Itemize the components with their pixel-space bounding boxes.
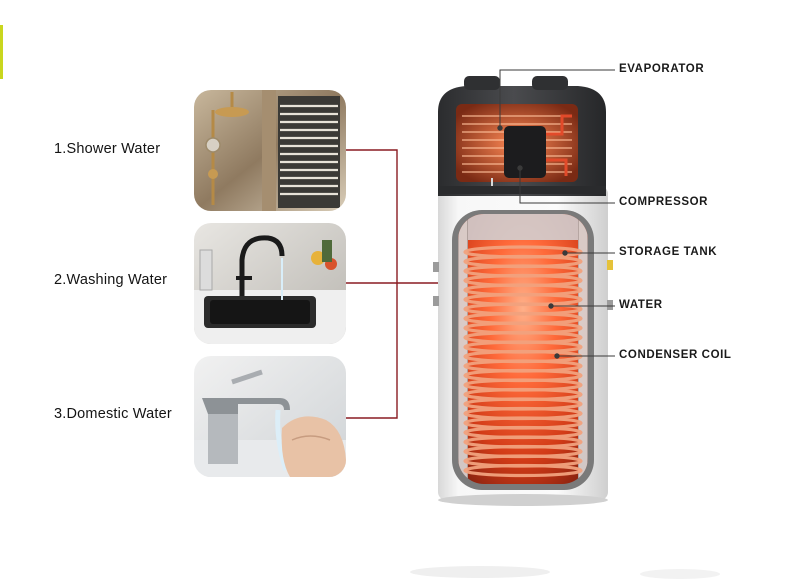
part-label-storage-tank: STORAGE TANK xyxy=(619,246,718,258)
connector-domestic xyxy=(346,283,398,419)
corner-accent-mark xyxy=(0,25,3,79)
part-label-evaporator: EVAPORATOR xyxy=(619,63,705,75)
pointer-evaporator xyxy=(499,69,615,128)
use-label-shower: 1.Shower Water xyxy=(54,141,161,157)
shower-photo xyxy=(194,90,346,211)
part-pointers xyxy=(497,69,615,359)
connector-shower xyxy=(346,149,440,284)
faucet-hand-photo xyxy=(194,356,346,477)
pointer-compressor xyxy=(519,168,615,204)
compressor-body xyxy=(504,126,546,178)
condenser-coil xyxy=(463,245,583,478)
heat-pump-unit xyxy=(433,76,613,506)
part-label-water: WATER xyxy=(619,299,663,311)
use-label-domestic: 3.Domestic Water xyxy=(54,406,172,422)
connector-lines xyxy=(346,149,440,419)
use-label-washing: 2.Washing Water xyxy=(54,272,168,288)
part-label-compressor: COMPRESSOR xyxy=(619,196,709,208)
part-label-condenser-coil: CONDENSER COIL xyxy=(619,349,732,361)
kitchen-sink-photo xyxy=(194,223,346,344)
coil-turn xyxy=(463,463,583,478)
